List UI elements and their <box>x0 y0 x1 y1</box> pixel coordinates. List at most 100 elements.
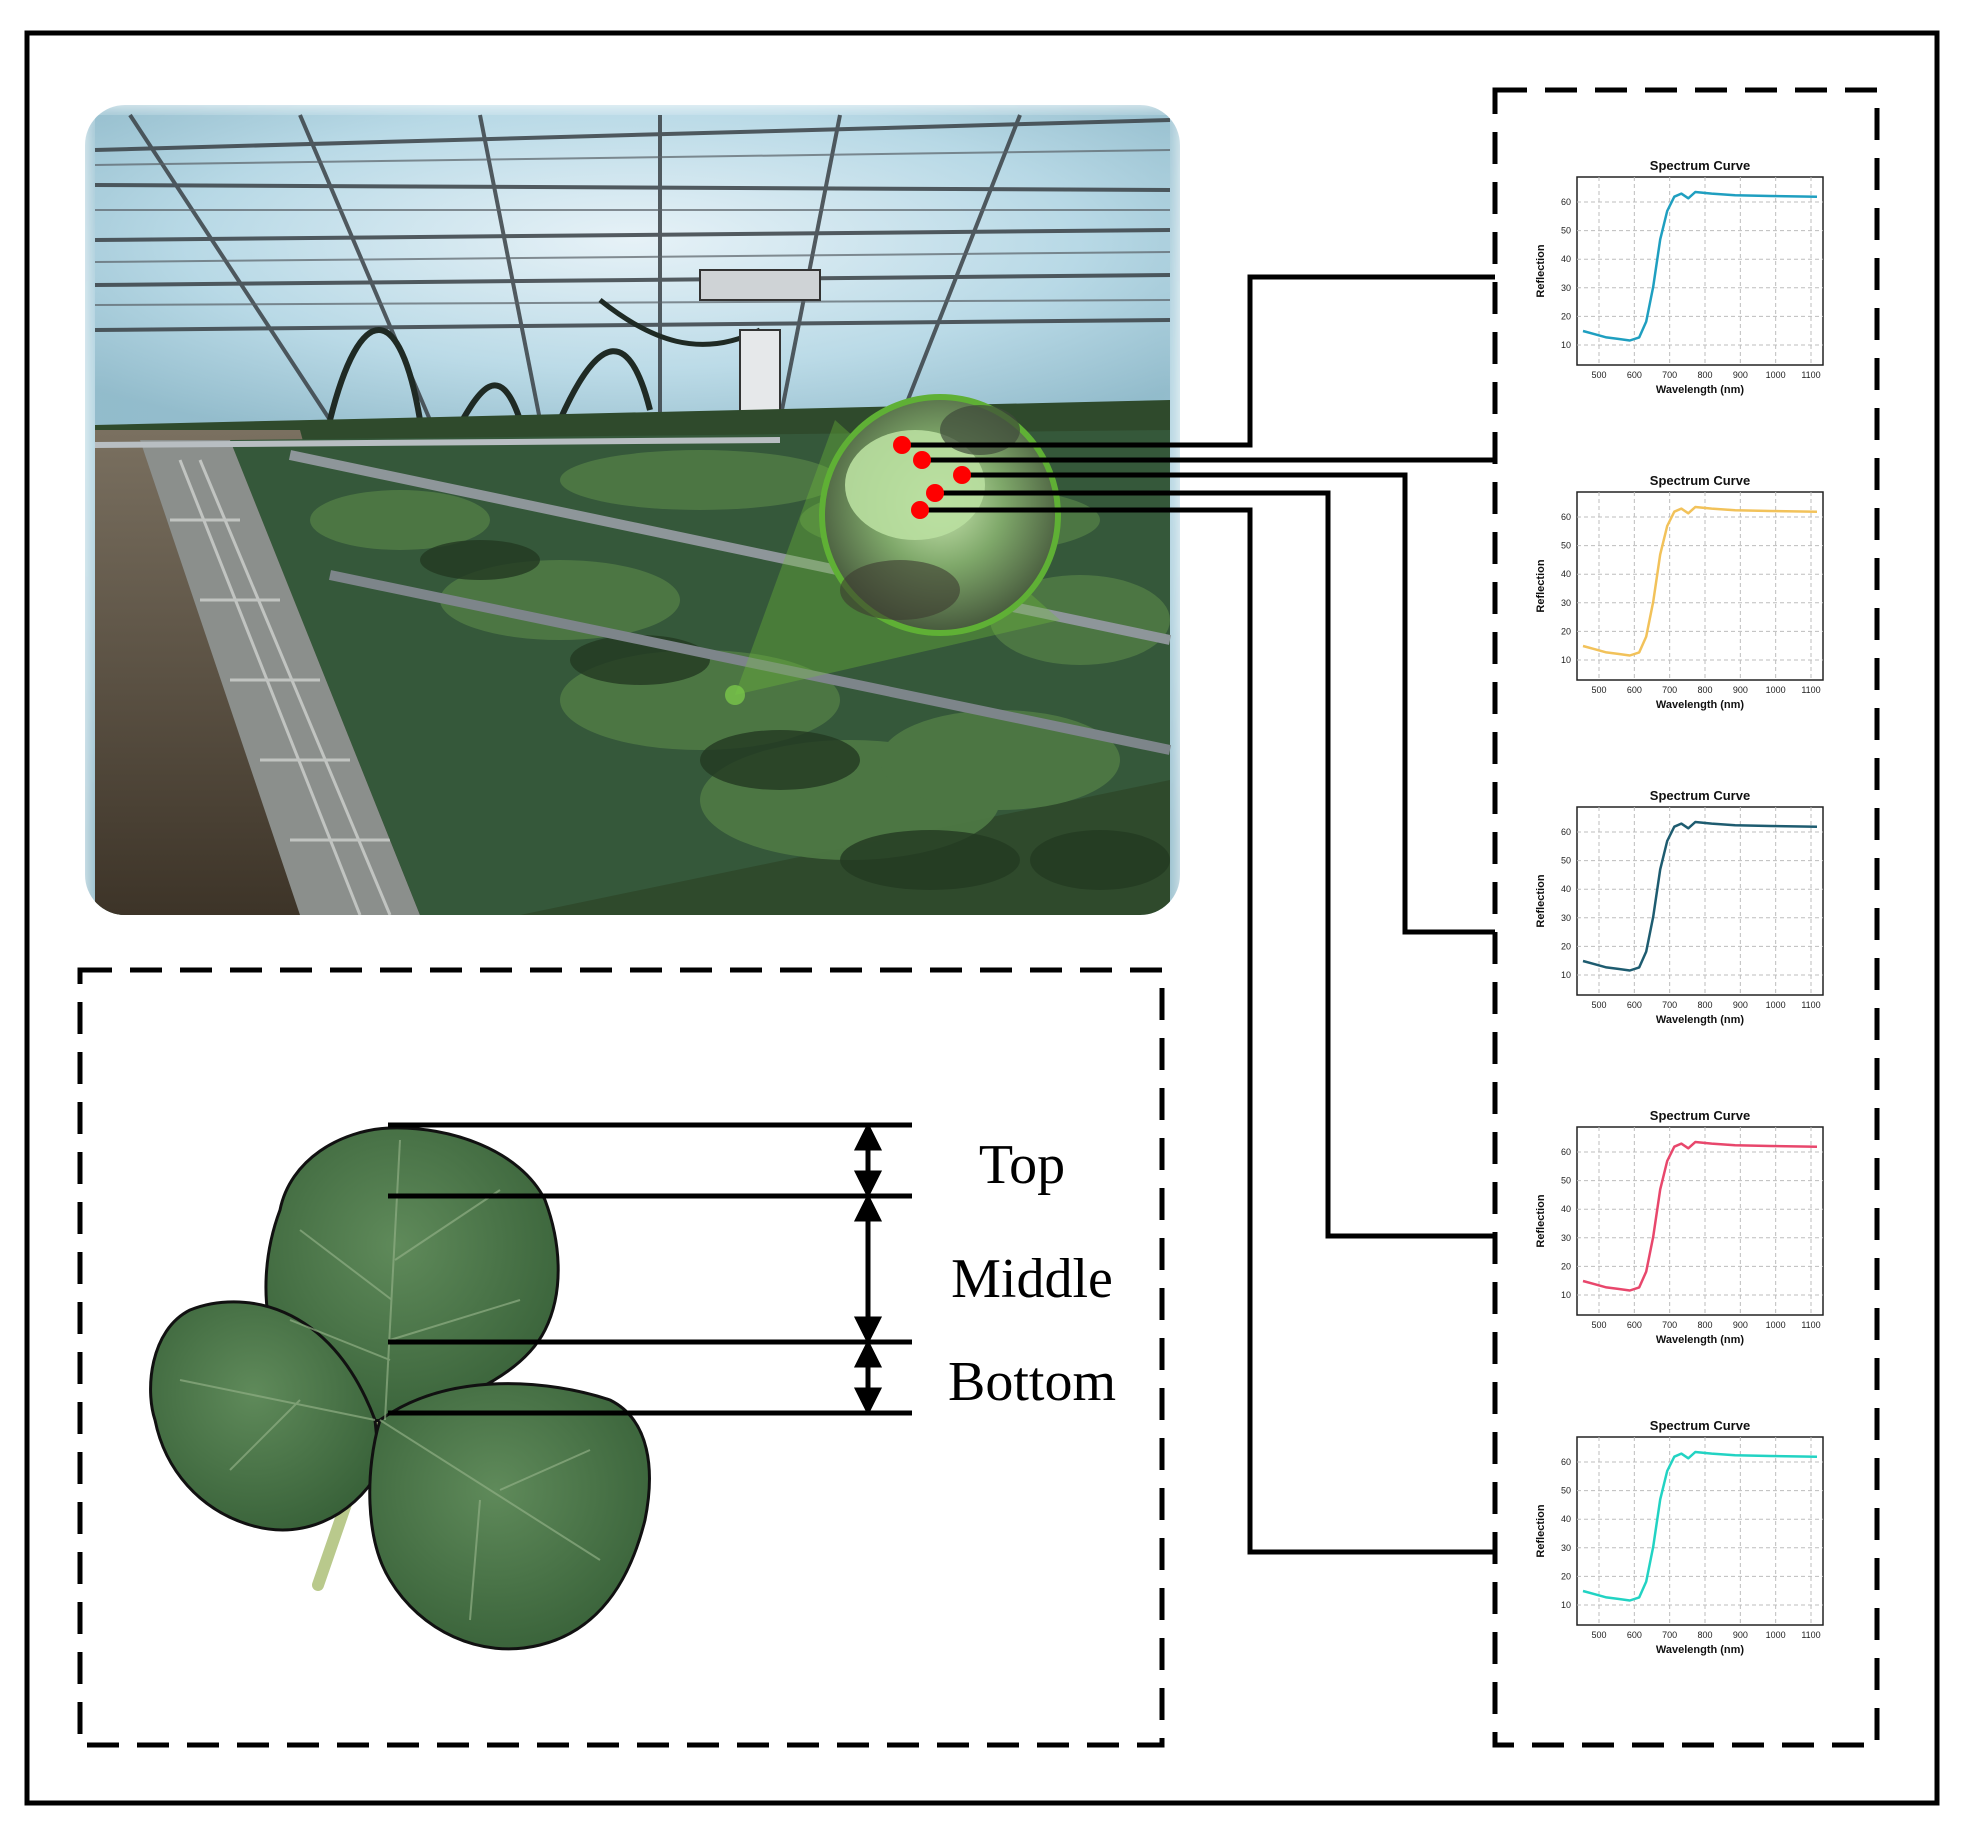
x-axis-label: Wavelength (nm) <box>1656 384 1745 396</box>
x-tick-label: 900 <box>1733 1630 1748 1640</box>
level-lines <box>388 1122 912 1416</box>
zoom-callout <box>725 394 1061 705</box>
x-tick-label: 600 <box>1627 1000 1642 1010</box>
y-tick-label: 30 <box>1561 913 1571 923</box>
spectrum-line <box>1582 820 1818 972</box>
y-axis-label: Reflection <box>1535 1194 1547 1247</box>
x-axis-label: Wavelength (nm) <box>1656 1014 1745 1026</box>
y-tick-label: 40 <box>1561 1514 1571 1524</box>
y-tick-label: 50 <box>1561 541 1571 551</box>
y-axis-label: Reflection <box>1535 874 1547 927</box>
x-tick-label: 900 <box>1733 1000 1748 1010</box>
y-axis-label: Reflection <box>1535 559 1547 612</box>
x-tick-label: 700 <box>1662 685 1677 695</box>
x-tick-label: 800 <box>1697 1630 1712 1640</box>
sample-point <box>911 501 929 519</box>
plot-area <box>1576 806 1824 996</box>
sample-point <box>926 484 944 502</box>
x-tick-label: 700 <box>1662 370 1677 380</box>
y-tick-label: 30 <box>1561 1543 1571 1553</box>
spectrum-line <box>1582 1450 1818 1602</box>
y-axis-label: Reflection <box>1535 244 1547 297</box>
x-tick-label: 900 <box>1733 1320 1748 1330</box>
x-axis-label: Wavelength (nm) <box>1656 699 1745 711</box>
y-tick-label: 50 <box>1561 226 1571 236</box>
x-tick-label: 700 <box>1662 1320 1677 1330</box>
y-axis-label: Reflection <box>1535 1504 1547 1557</box>
x-tick-label: 700 <box>1662 1000 1677 1010</box>
connector-lines <box>902 274 1495 1555</box>
x-tick-label: 1000 <box>1766 370 1786 380</box>
plot-area <box>1576 1436 1824 1626</box>
level-arrows <box>853 1122 883 1416</box>
chart-title: Spectrum Curve <box>1650 473 1750 488</box>
sample-points <box>893 436 971 519</box>
x-tick-label: 600 <box>1627 1320 1642 1330</box>
strawberry-leaf <box>149 1126 651 1651</box>
x-tick-label: 1100 <box>1801 685 1820 695</box>
x-tick-label: 1000 <box>1766 1630 1786 1640</box>
x-tick-label: 1100 <box>1801 1000 1820 1010</box>
x-axis-label: Wavelength (nm) <box>1656 1334 1745 1346</box>
x-tick-label: 500 <box>1591 1630 1606 1640</box>
spectrum-chart: Spectrum Curve 500 600 700 800 900 1000 1100 10 2… <box>1535 158 1824 396</box>
sample-point <box>913 451 931 469</box>
y-tick-label: 30 <box>1561 1233 1571 1243</box>
y-tick-label: 40 <box>1561 884 1571 894</box>
spectrum-line <box>1582 505 1818 657</box>
x-tick-label: 900 <box>1733 370 1748 380</box>
chart-title: Spectrum Curve <box>1650 158 1750 173</box>
x-tick-label: 1000 <box>1766 1000 1786 1010</box>
x-tick-label: 800 <box>1697 370 1712 380</box>
y-tick-label: 10 <box>1561 1600 1571 1610</box>
y-tick-label: 20 <box>1561 941 1571 951</box>
x-tick-label: 900 <box>1733 685 1748 695</box>
x-tick-label: 500 <box>1591 1000 1606 1010</box>
x-tick-label: 800 <box>1697 685 1712 695</box>
x-tick-label: 500 <box>1591 370 1606 380</box>
sample-point <box>893 436 911 454</box>
y-tick-label: 50 <box>1561 1486 1571 1496</box>
y-tick-label: 30 <box>1561 598 1571 608</box>
x-tick-label: 1000 <box>1766 1320 1786 1330</box>
plot-area <box>1576 1126 1824 1316</box>
chart-title: Spectrum Curve <box>1650 788 1750 803</box>
chart-title: Spectrum Curve <box>1650 1418 1750 1433</box>
level-label-middle: Middle <box>951 1248 1113 1310</box>
x-tick-label: 500 <box>1591 685 1606 695</box>
x-tick-label: 1100 <box>1801 1320 1820 1330</box>
plot-area <box>1576 176 1824 366</box>
y-tick-label: 10 <box>1561 1290 1571 1300</box>
y-tick-label: 50 <box>1561 1176 1571 1186</box>
y-tick-label: 60 <box>1561 827 1571 837</box>
y-tick-label: 10 <box>1561 970 1571 980</box>
y-tick-label: 40 <box>1561 569 1571 579</box>
spectrum-chart: Spectrum Curve 500 600 700 800 900 1000 1100 10 2… <box>1535 788 1824 1026</box>
y-tick-label: 20 <box>1561 1571 1571 1581</box>
y-tick-label: 60 <box>1561 1147 1571 1157</box>
x-tick-label: 1100 <box>1801 370 1820 380</box>
y-tick-label: 10 <box>1561 655 1571 665</box>
y-tick-label: 10 <box>1561 340 1571 350</box>
x-tick-label: 600 <box>1627 370 1642 380</box>
y-tick-label: 40 <box>1561 254 1571 264</box>
x-tick-label: 600 <box>1627 685 1642 695</box>
y-tick-label: 20 <box>1561 311 1571 321</box>
spectra-panel <box>1492 87 1880 1748</box>
level-label-top: Top <box>979 1134 1065 1196</box>
plot-area <box>1576 491 1824 681</box>
x-tick-label: 800 <box>1697 1320 1712 1330</box>
spectrum-line <box>1582 1140 1818 1292</box>
y-tick-label: 20 <box>1561 626 1571 636</box>
x-tick-label: 1100 <box>1801 1630 1820 1640</box>
leaf-panel <box>77 967 1165 1748</box>
spectra-charts: Spectrum Curve 500 600 700 800 900 1000 1100 10 2… <box>1535 158 1824 1656</box>
y-tick-label: 50 <box>1561 856 1571 866</box>
y-tick-label: 60 <box>1561 512 1571 522</box>
x-tick-label: 800 <box>1697 1000 1712 1010</box>
chart-title: Spectrum Curve <box>1650 1108 1750 1123</box>
sample-point <box>953 466 971 484</box>
